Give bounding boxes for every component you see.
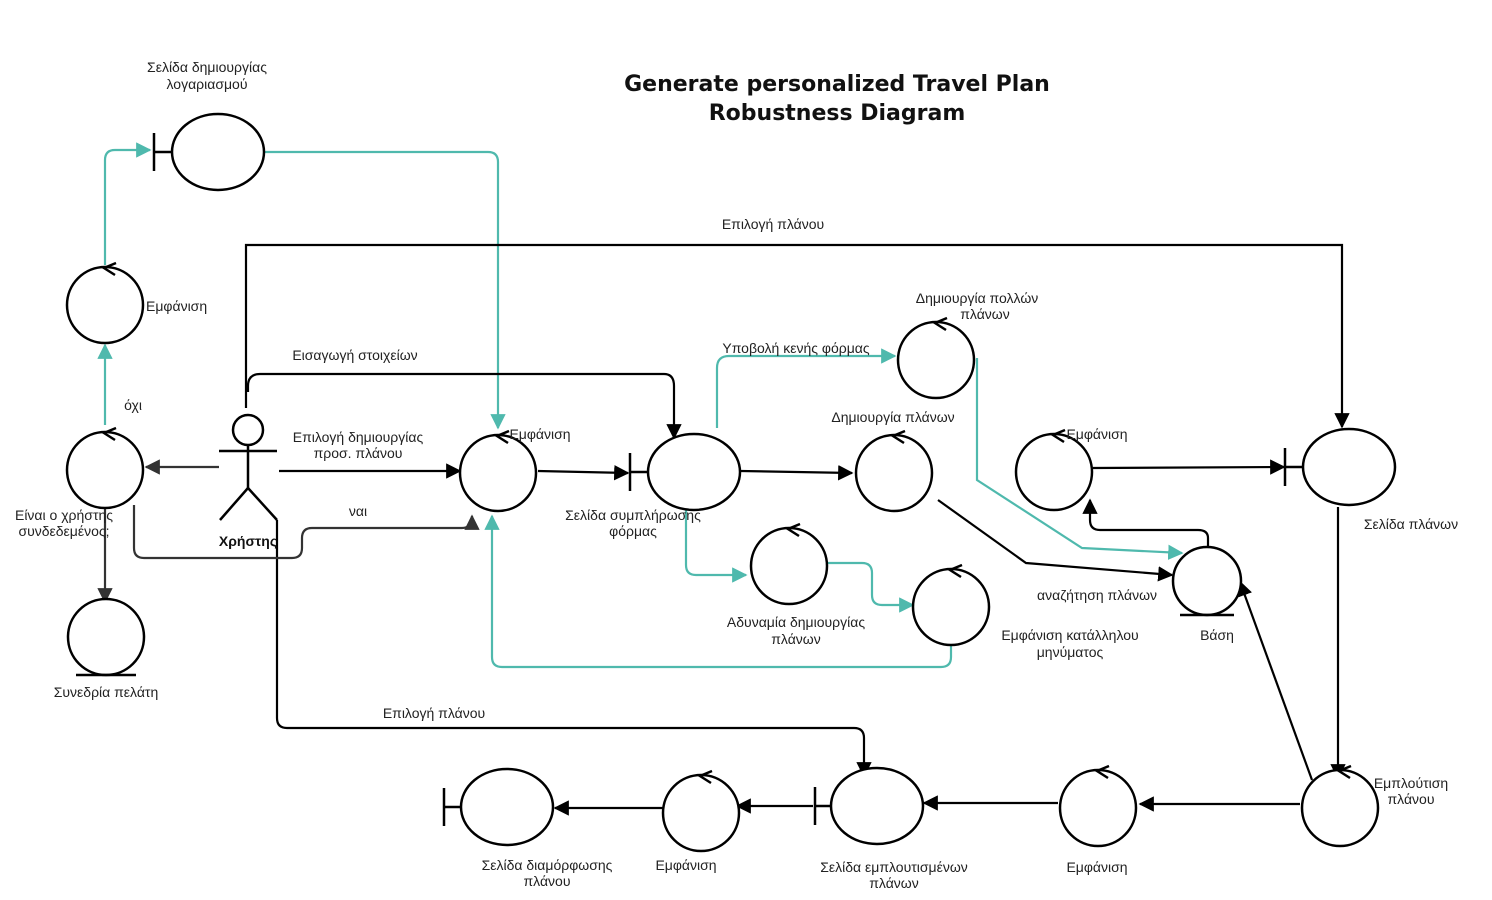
control-cannot-create	[749, 522, 829, 606]
label-enrich-1: Εμπλούτιση	[1374, 775, 1448, 791]
edge-db-to-show	[1082, 498, 1210, 548]
control-show-message	[911, 563, 991, 647]
edge-cannot-to-message	[828, 561, 915, 613]
control-show-enriched	[1058, 764, 1138, 848]
label-is-logged-1: Είναι ο χρήστης	[15, 507, 113, 523]
edge-account-page-to-show-form	[264, 150, 506, 430]
edge-form-to-cannot	[684, 510, 748, 583]
edge-show-to-form	[537, 464, 630, 481]
label-config-page-2: πλάνου	[524, 873, 571, 889]
edge-label-select-create-2: προσ. πλάνου	[314, 445, 403, 461]
boundary-form-page	[628, 432, 742, 512]
control-is-logged-in	[65, 426, 145, 510]
label-create-plans: Δημιουργία πλάνων	[831, 409, 954, 425]
control-show-config	[661, 769, 741, 853]
control-create-plans	[854, 429, 934, 513]
label-show-form: Εμφάνιση	[509, 426, 570, 442]
label-account-page-1: Σελίδα δημιουργίας	[147, 59, 267, 75]
diagram-title-line2: Robustness Diagram	[709, 101, 966, 126]
control-show-account	[65, 261, 145, 345]
edge-input-data	[246, 372, 682, 440]
label-config-page-1: Σελίδα διαμόρφωσης	[482, 857, 613, 873]
label-enrich-2: πλάνου	[1388, 791, 1435, 807]
label-show-account: Εμφάνιση	[146, 298, 207, 314]
label-show-message-1: Εμφάνιση κατάλληλου	[1001, 627, 1138, 643]
edge-show-to-account-page	[103, 142, 152, 265]
boundary-account-page	[152, 112, 266, 192]
label-multi-plans-2: πλάνων	[960, 306, 1009, 322]
actor-user	[219, 413, 278, 521]
diagram-title-line1: Generate personalized Travel Plan	[624, 72, 1050, 97]
edge-label-input-data: Εισαγωγή στοιχείων	[292, 347, 417, 363]
label-session: Συνεδρία πελάτη	[54, 684, 159, 700]
label-enriched-page-1: Σελίδα εμπλουτισμένων	[820, 859, 968, 875]
label-is-logged-2: συνδεδεμένος;	[18, 523, 109, 539]
edge-label-select-plan-bottom: Επιλογή πλάνου	[383, 705, 485, 721]
edge-label-search-plans: αναζήτηση πλάνων	[1037, 587, 1157, 603]
edge-show-to-plans-page	[1092, 459, 1286, 475]
edge-search-plans	[937, 499, 1174, 582]
boundary-plans-page	[1283, 427, 1397, 507]
label-account-page-2: λογαριασμού	[167, 76, 248, 92]
edge-form-to-create	[740, 465, 854, 481]
label-plans-page: Σελίδα πλάνων	[1364, 516, 1458, 532]
boundary-enriched-page	[813, 766, 925, 846]
entity-session	[66, 597, 146, 677]
label-show-enriched: Εμφάνιση	[1066, 859, 1127, 875]
edge-enrich-to-db	[1237, 580, 1314, 781]
edge-select-plan-bottom	[275, 520, 872, 778]
label-show-plans: Εμφάνιση	[1066, 426, 1127, 442]
label-form-page-1: Σελίδα συμπλήρωσης	[565, 507, 701, 523]
label-show-config: Εμφάνιση	[655, 857, 716, 873]
edge-label-select-create-1: Επιλογή δημιουργίας	[293, 429, 424, 445]
label-multi-plans-1: Δημιουργία πολλών	[916, 290, 1039, 306]
label-enriched-page-2: πλάνων	[869, 875, 918, 891]
label-actor: Χρήστης	[219, 533, 277, 549]
control-multi-plans	[896, 316, 976, 400]
label-database: Βάση	[1200, 627, 1234, 643]
edge-label-yes: ναι	[349, 503, 367, 519]
edge-label-select-plan-top: Επιλογή πλάνου	[722, 216, 824, 232]
edge-label-no: όχι	[124, 397, 142, 413]
control-enrich	[1300, 764, 1380, 848]
label-cannot-create-1: Αδυναμία δημιουργίας	[727, 614, 865, 630]
edge-multi-to-db	[975, 358, 1184, 560]
edge-label-empty-form: Υποβολή κενής φόρμας	[722, 340, 869, 356]
entity-database	[1171, 545, 1243, 617]
edge-select-plan-top	[244, 243, 1350, 429]
edge-empty-form	[715, 348, 897, 428]
label-show-message-2: μηνύματος	[1037, 644, 1104, 660]
control-show-plans	[1014, 428, 1094, 512]
edge-yes	[132, 505, 480, 560]
edge-message-to-show-form	[484, 514, 953, 669]
boundary-config-page	[442, 767, 555, 847]
label-cannot-create-2: πλάνων	[771, 631, 820, 647]
control-show-form	[458, 429, 538, 513]
label-form-page-2: φόρμας	[609, 523, 657, 539]
